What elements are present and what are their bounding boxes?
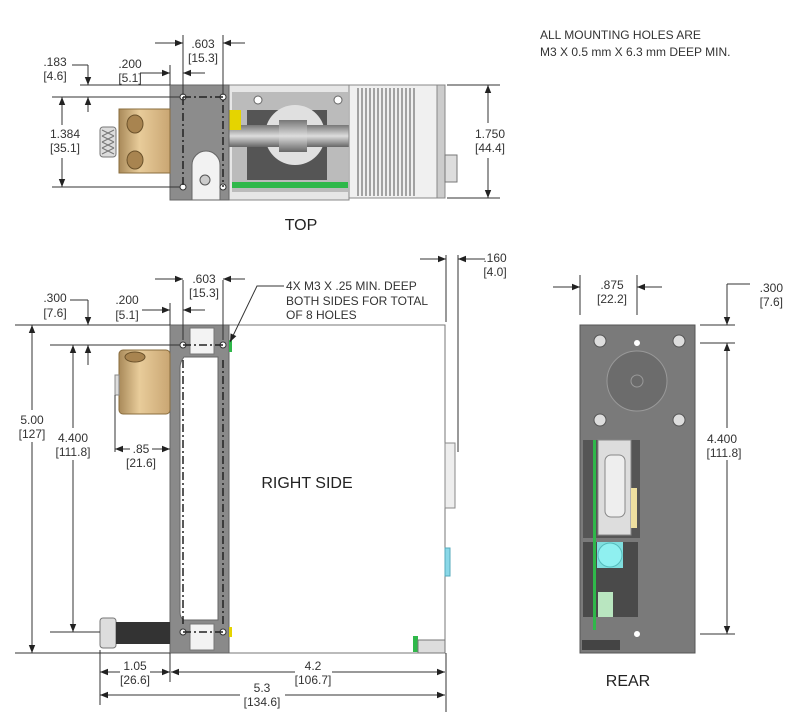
rear-dim-300-in: .300 xyxy=(760,281,784,295)
right-dim-160-in: .160 xyxy=(483,251,507,265)
right-dim-4400-mm: [111.8] xyxy=(56,445,91,459)
right-dim-500-mm: [127] xyxy=(19,427,46,441)
right-dim-53-mm: [134.6] xyxy=(244,695,281,709)
right-dim-53-in: 5.3 xyxy=(254,681,271,695)
right-dim-200-in: .200 xyxy=(115,293,139,307)
top-dim-1750-in: 1.750 xyxy=(475,127,505,141)
right-side-dimensions: .603 [15.3] .200 [5.1] .300 [7.6] 4X M3 … xyxy=(15,251,507,712)
right-dim-603-in: .603 xyxy=(192,272,216,286)
rear-dim-4400-in: 4.400 xyxy=(707,432,737,446)
right-dim-105-mm: [26.6] xyxy=(120,673,150,687)
top-dim-1750-mm: [44.4] xyxy=(475,141,505,155)
rear-dim-4400-mm: [111.8] xyxy=(707,446,742,460)
mounting-note-line2: M3 X 0.5 mm X 6.3 mm DEEP MIN. xyxy=(540,45,731,59)
top-dimensions: .603 [15.3] .200 [5.1] .183 [4.6] 1.384 … xyxy=(43,35,505,199)
holes-note-line1: 4X M3 X .25 MIN. DEEP xyxy=(286,279,417,293)
right-dim-160-mm: [4.0] xyxy=(483,265,506,279)
top-dim-1384-in: 1.384 xyxy=(50,127,80,141)
right-dim-603-mm: [15.3] xyxy=(189,286,219,300)
top-dim-200-in: .200 xyxy=(118,57,142,71)
top-dim-603-in: .603 xyxy=(191,37,215,51)
right-dim-300-in: .300 xyxy=(43,291,67,305)
rear-dim-875-in: .875 xyxy=(600,278,624,292)
top-view-title: TOP xyxy=(285,217,318,234)
right-side-view xyxy=(99,324,456,654)
rear-view-title: REAR xyxy=(606,673,650,690)
right-dim-105-in: 1.05 xyxy=(123,659,147,673)
rear-view xyxy=(579,324,696,654)
rear-dimensions: .875 [22.2] .300 [7.6] 4.400 [111.8] xyxy=(553,275,784,635)
rear-dim-875-mm: [22.2] xyxy=(597,292,627,306)
top-dim-183-mm: [4.6] xyxy=(43,69,66,83)
right-dim-85-mm: [21.6] xyxy=(126,456,156,470)
right-dim-42-in: 4.2 xyxy=(305,659,322,673)
right-dim-200-mm: [5.1] xyxy=(115,308,138,322)
top-view xyxy=(99,84,458,201)
top-dim-183-in: .183 xyxy=(43,55,67,69)
rear-dim-300-mm: [7.6] xyxy=(760,295,783,309)
right-dim-85-in: .85 xyxy=(133,442,150,456)
top-dim-603-mm: [15.3] xyxy=(188,51,218,65)
holes-note-line3: OF 8 HOLES xyxy=(286,308,357,322)
right-side-view-title: RIGHT SIDE xyxy=(261,475,352,492)
mounting-note-line1: ALL MOUNTING HOLES ARE xyxy=(540,28,701,42)
holes-note-line2: BOTH SIDES FOR TOTAL xyxy=(286,294,428,308)
right-dim-4400-in: 4.400 xyxy=(58,431,88,445)
right-dim-42-mm: [106.7] xyxy=(295,673,332,687)
top-dim-1384-mm: [35.1] xyxy=(50,141,80,155)
right-dim-300-mm: [7.6] xyxy=(43,306,66,320)
right-dim-500-in: 5.00 xyxy=(20,413,44,427)
top-dim-200-mm: [5.1] xyxy=(118,71,141,85)
